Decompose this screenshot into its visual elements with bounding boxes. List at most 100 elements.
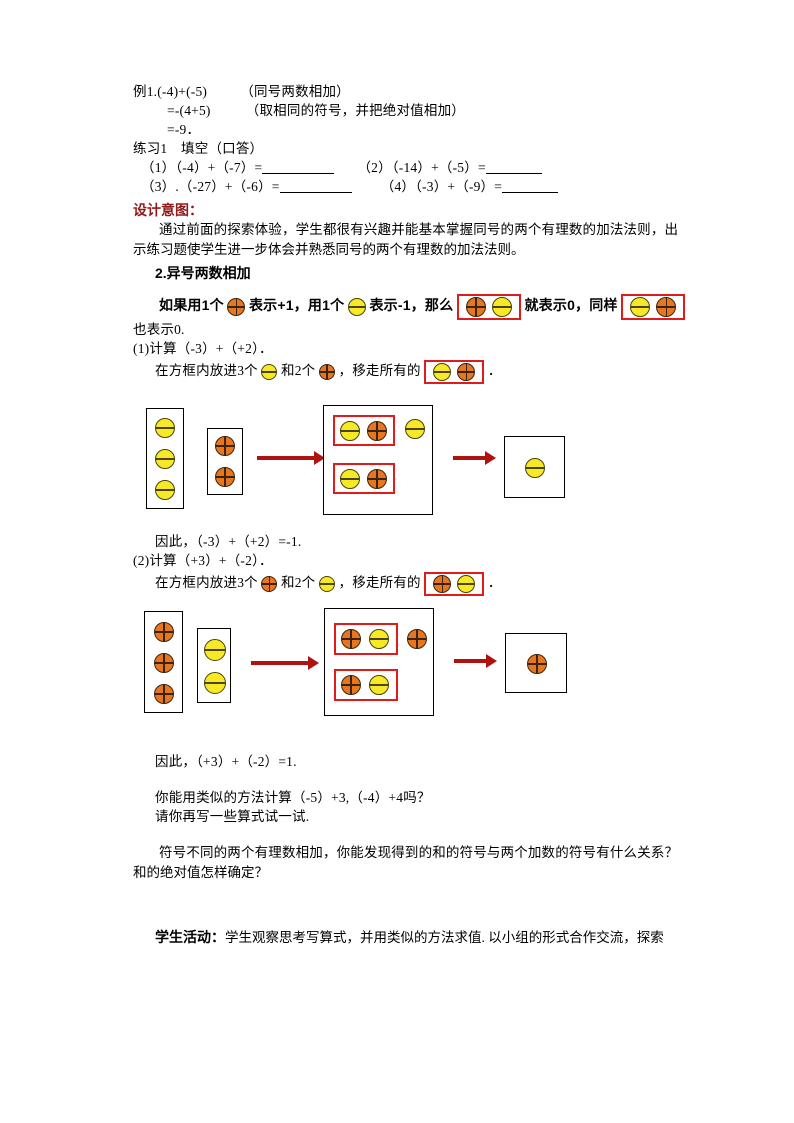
- zero-pair-frame-plus-minus: [424, 571, 485, 596]
- example-expression-3: =-9．: [167, 122, 201, 137]
- plus-token-icon: [656, 296, 677, 317]
- minus-token-icon: [340, 420, 360, 441]
- diagram2-zero-pair-2: [334, 668, 398, 701]
- section2-intro-d: 就表示0，同样: [524, 297, 618, 313]
- zero-pair-frame-minus-plus: [621, 293, 686, 320]
- case2-step-d: ．: [487, 574, 502, 590]
- zero-pair-frame-plus-minus: [456, 293, 521, 320]
- case1-diagram: [133, 398, 678, 530]
- diagram1-arrow-2: [453, 450, 496, 465]
- plus-token-icon: [407, 628, 427, 649]
- practice-item-4: （4）（-3）+（-9）=: [380, 179, 503, 194]
- diagram1-box-b: [207, 427, 243, 495]
- plus-token-icon: [367, 420, 387, 441]
- zero-pair-frame-minus-plus: [424, 359, 485, 384]
- practice-row-1: （1）（-4）+（-7）= （2）（-14）+（-5）=: [133, 158, 678, 177]
- example-expression-1: 例1.(-4)+(-5): [133, 84, 208, 99]
- question-1: 你能用类似的方法计算（-5）+3,（-4）+4吗？: [155, 789, 431, 805]
- section2-heading-row: 2.异号两数相加: [133, 263, 678, 283]
- diagram2-arrow-1: [251, 655, 319, 670]
- case2-step-b: 和2个: [281, 574, 316, 590]
- case2-step-c: ，移走所有的: [338, 574, 421, 590]
- design-intent-colon: ：: [189, 202, 203, 218]
- minus-token-icon: [630, 296, 651, 317]
- minus-token-icon: [369, 628, 389, 649]
- example-line-1: 例1.(-4)+(-5) （同号两数相加）: [133, 82, 678, 101]
- design-intent-body: 通过前面的探索体验，学生都很有兴趣并能基本掌握同号的两个有理数的加法法则，出示练…: [133, 222, 678, 257]
- section2-heading: 2.异号两数相加: [155, 265, 251, 281]
- minus-token-icon: [340, 468, 360, 489]
- plus-token-icon: [318, 363, 335, 380]
- section2-intro-c: 表示-1，那么: [369, 297, 454, 313]
- minus-token-icon: [369, 674, 389, 695]
- plus-token-icon: [154, 652, 174, 673]
- practice-item-3: （3）.（-27）+（-6）=: [141, 179, 280, 194]
- minus-token-icon: [347, 297, 366, 316]
- minus-token-icon: [318, 575, 335, 592]
- practice-item-2: （2）（-14）+（-5）=: [357, 160, 486, 175]
- minus-token-icon: [405, 418, 425, 439]
- question-2: 请你再写一些算式试一试.: [155, 808, 310, 824]
- student-activity-body: 学生观察思考写算式，并用类似的方法求值. 以小组的形式合作交流，探索: [225, 929, 664, 945]
- example-line-3: =-9．: [133, 120, 678, 139]
- diagram1-arrow-1: [257, 450, 325, 465]
- case1-step-b: 和2个: [281, 362, 316, 378]
- diagram1-zero-pair-2: [333, 462, 395, 494]
- minus-token-icon: [261, 363, 278, 380]
- minus-token-icon: [204, 671, 226, 694]
- diagram1-box-c: [323, 404, 433, 515]
- case2-title: (2)计算（+3）+（-2）．: [133, 552, 273, 568]
- student-activity-colon: ：: [211, 928, 225, 945]
- diagram2-box-c: [324, 607, 434, 716]
- question-3: 符号不同的两个有理数相加，你能发现得到的和的符号与两个加数的符号有什么关系？和的…: [133, 844, 678, 880]
- plus-token-icon: [261, 575, 278, 592]
- minus-token-icon: [457, 574, 476, 593]
- practice-answer-blank-2[interactable]: [485, 160, 542, 174]
- plus-token-icon: [227, 297, 246, 316]
- plus-token-icon: [341, 628, 361, 649]
- case2-conclusion: 因此，（+3）+（-2）=1.: [155, 753, 297, 769]
- practice-answer-blank-4[interactable]: [502, 179, 559, 193]
- plus-token-icon: [465, 296, 486, 317]
- plus-token-icon: [215, 435, 235, 456]
- plus-token-icon: [215, 466, 235, 487]
- minus-token-icon: [155, 479, 175, 500]
- plus-token-icon: [367, 468, 387, 489]
- case2-step-line: 在方框内放进3个 和2个 ，移走所有的 ．: [133, 570, 678, 596]
- diagram1-zero-pair-1: [333, 414, 395, 446]
- student-activity-label: 学生活动: [155, 928, 211, 945]
- diagram2-arrow-2: [454, 653, 497, 668]
- section2-intro-line: 如果用1个 表示+1，用1个 表示-1，那么 就表示0，同样: [133, 292, 686, 320]
- case2-diagram: [133, 607, 678, 748]
- diagram1-box-d: [504, 435, 565, 498]
- case2-step-a: 在方框内放进3个: [155, 574, 258, 590]
- student-activity-row: 学生活动：学生观察思考写算式，并用类似的方法求值. 以小组的形式合作交流，探索: [133, 927, 678, 948]
- case1-step-a: 在方框内放进3个: [155, 362, 258, 378]
- plus-token-icon: [341, 674, 361, 695]
- practice-answer-blank-1[interactable]: [262, 160, 335, 174]
- diagram2-zero-pair-1: [334, 622, 398, 655]
- section2-intro-b: 表示+1，用1个: [248, 297, 345, 313]
- minus-token-icon: [204, 638, 226, 661]
- page-content: 例1.(-4)+(-5) （同号两数相加） =-(4+5) （取相同的符号，并把…: [133, 82, 686, 948]
- plus-token-icon: [154, 683, 174, 704]
- case1-conclusion: 因此，（-3）+（+2）=-1.: [155, 533, 302, 549]
- plus-token-icon: [527, 653, 547, 674]
- example-note-1: （同号两数相加）: [240, 84, 350, 99]
- practice-item-1: （1）（-4）+（-7）=: [141, 160, 263, 175]
- practice-answer-blank-3[interactable]: [279, 179, 352, 193]
- practice-title: 练习1 填空（口答）: [133, 141, 264, 156]
- diagram1-box-a: [146, 407, 184, 509]
- plus-token-icon: [457, 362, 476, 381]
- minus-token-icon: [525, 457, 545, 478]
- case1-step-d: ．: [487, 362, 502, 378]
- example-line-2: =-(4+5) （取相同的符号，并把绝对值相加）: [133, 101, 678, 120]
- minus-token-icon: [155, 417, 175, 438]
- minus-token-icon: [491, 296, 512, 317]
- plus-token-icon: [433, 574, 452, 593]
- diagram2-box-b: [197, 627, 231, 703]
- example-note-2: （取相同的符号，并把绝对值相加）: [245, 103, 465, 118]
- section2-intro-a: 如果用1个: [159, 297, 224, 313]
- design-intent-heading-row: 设计意图：: [133, 200, 678, 220]
- minus-token-icon: [155, 448, 175, 469]
